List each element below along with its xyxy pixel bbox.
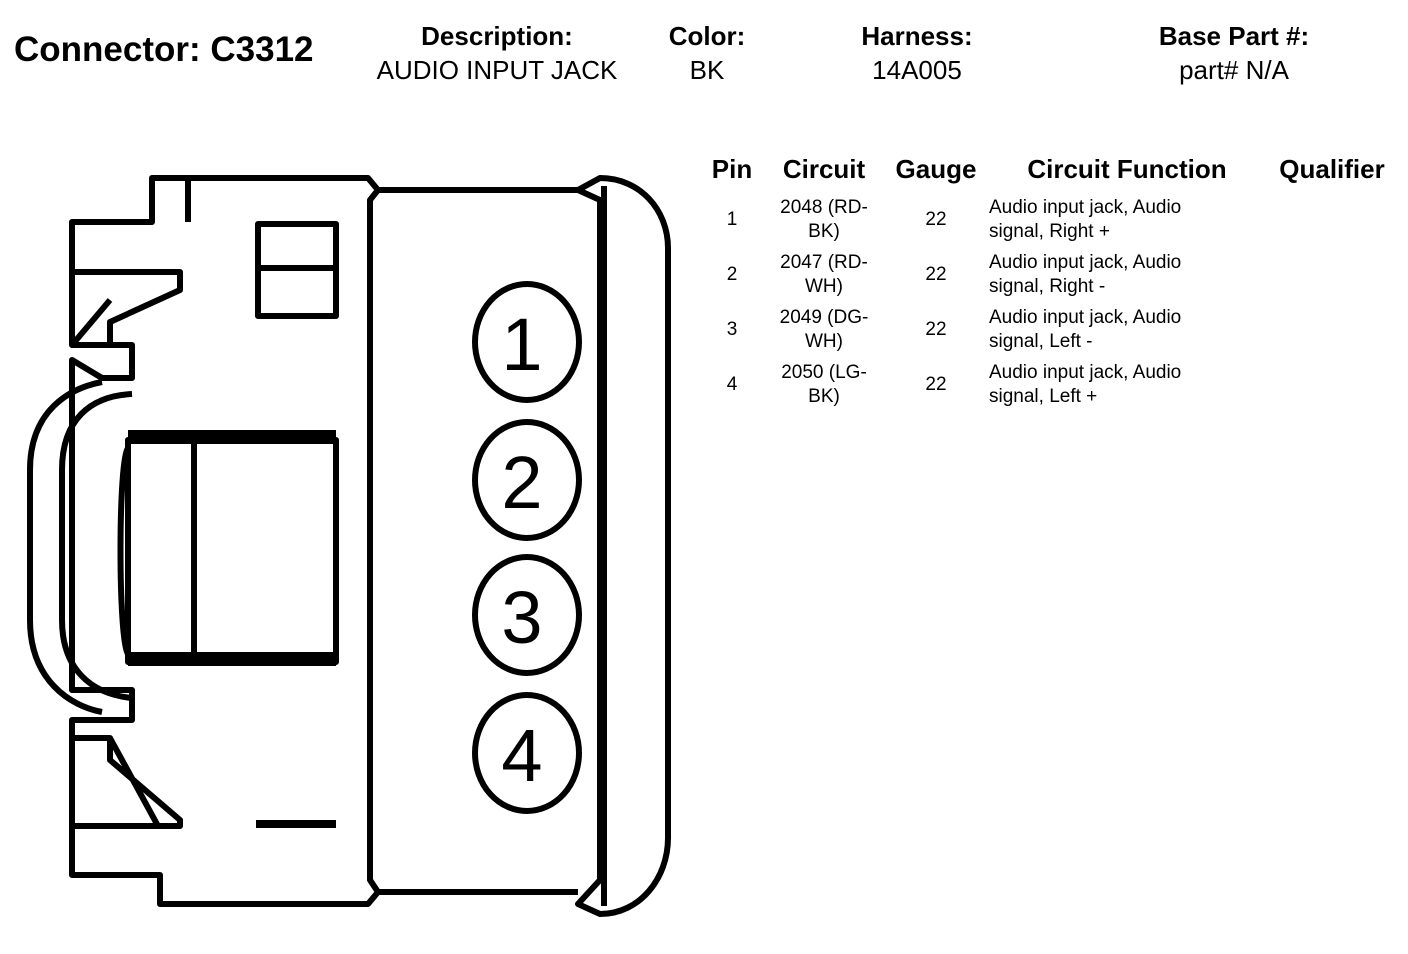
function-line-2: signal, Left - <box>989 331 1093 352</box>
function-cell: Audio input jack, Audio signal, Left - <box>989 306 1229 354</box>
description-label: Description: <box>421 21 573 51</box>
function-line-1: Audio input jack, Audio <box>989 362 1182 383</box>
function-cell: Audio input jack, Audio signal, Right + <box>989 196 1229 244</box>
table-row: 2 2047 (RD- WH) 22 Audio input jack, Aud… <box>705 251 1400 305</box>
column-header-pin: Pin <box>711 154 753 184</box>
circuit-cell: 2048 (RD- BK) <box>773 196 875 244</box>
gauge-cell: 22 <box>925 374 947 395</box>
center-latch <box>125 437 339 665</box>
circuit-line-2: WH) <box>805 276 843 297</box>
gauge-cell: 22 <box>925 209 947 230</box>
pin-1-circle <box>472 281 582 403</box>
base-part-value: part# N/A <box>1179 55 1289 85</box>
function-line-1: Audio input jack, Audio <box>989 307 1182 328</box>
gauge-cell: 22 <box>925 319 947 340</box>
base-part-label: Base Part #: <box>1158 21 1310 51</box>
function-line-2: signal, Left + <box>989 386 1098 407</box>
left-bulge-inner <box>59 391 133 701</box>
column-header-gauge: Gauge <box>895 154 977 184</box>
circuit-line-2: BK) <box>808 386 840 407</box>
pin-4-circle <box>472 692 582 814</box>
color-label: Color: <box>668 21 746 51</box>
circuit-cell: 2047 (RD- WH) <box>773 251 875 299</box>
pin-cavities <box>472 281 582 814</box>
function-line-1: Audio input jack, Audio <box>989 252 1182 273</box>
connector-title: Connector: C3312 <box>14 30 314 69</box>
gauge-cell: 22 <box>925 264 947 285</box>
function-line-2: signal, Right - <box>989 276 1106 297</box>
circuit-line-1: 2048 (RD- <box>780 197 868 218</box>
lower-latch-slope <box>107 736 161 828</box>
function-line-1: Audio input jack, Audio <box>989 197 1182 218</box>
function-cell: Audio input jack, Audio signal, Right - <box>989 251 1229 299</box>
pin-3-label: 3 <box>501 576 542 659</box>
lower-latch-groove <box>72 735 183 829</box>
base-part-field: Base Part #: part# N/A <box>1140 20 1328 88</box>
circuit-line-1: 2047 (RD- <box>780 252 868 273</box>
color-value: BK <box>689 55 725 85</box>
circuit-cell: 2049 (DG- WH) <box>773 306 875 354</box>
upper-latch-slope <box>69 298 113 347</box>
column-header-circuit-function: Circuit Function <box>1027 154 1227 184</box>
pin-cell: 1 <box>726 209 738 230</box>
left-bulge-outer <box>27 379 103 715</box>
harness-label: Harness: <box>861 21 973 51</box>
harness-value: 14A005 <box>872 55 962 85</box>
function-cell: Audio input jack, Audio signal, Left + <box>989 361 1229 409</box>
top-tab <box>152 175 191 222</box>
pin-3-circle <box>472 554 582 676</box>
pin-2-circle <box>472 419 582 541</box>
circuit-cell: 2050 (LG- BK) <box>773 361 875 409</box>
pin-2-label: 2 <box>501 441 542 524</box>
table-row: 3 2049 (DG- WH) 22 Audio input jack, Aud… <box>705 306 1400 360</box>
table-row: 4 2050 (LG- BK) 22 Audio input jack, Aud… <box>705 361 1400 415</box>
pin-cell: 4 <box>726 374 738 395</box>
circuit-line-2: WH) <box>805 331 843 352</box>
pin-1-label: 1 <box>501 303 542 386</box>
function-line-2: signal, Right + <box>989 221 1110 242</box>
connector-body-outline <box>69 175 381 907</box>
table-row: 1 2048 (RD- BK) 22 Audio input jack, Aud… <box>705 196 1400 250</box>
harness-field: Harness: 14A005 <box>842 20 992 88</box>
color-field: Color: BK <box>658 20 756 88</box>
center-latch-left-curve <box>117 446 131 656</box>
description-value: AUDIO INPUT JACK <box>376 55 618 85</box>
description-field: Description: AUDIO INPUT JACK <box>368 20 626 88</box>
upper-latch-groove <box>72 269 183 345</box>
column-header-circuit: Circuit <box>782 154 866 184</box>
column-header-qualifier: Qualifier <box>1279 154 1385 184</box>
connector-face-diagram: 1 2 3 4 <box>27 175 671 917</box>
right-cap-outline <box>575 175 671 917</box>
pin-cell: 2 <box>726 264 738 285</box>
circuit-line-2: BK) <box>808 221 840 242</box>
pin-4-label: 4 <box>501 714 542 797</box>
circuit-line-1: 2049 (DG- <box>779 307 869 328</box>
pin-cell: 3 <box>726 319 738 340</box>
circuit-line-1: 2050 (LG- <box>781 362 867 383</box>
